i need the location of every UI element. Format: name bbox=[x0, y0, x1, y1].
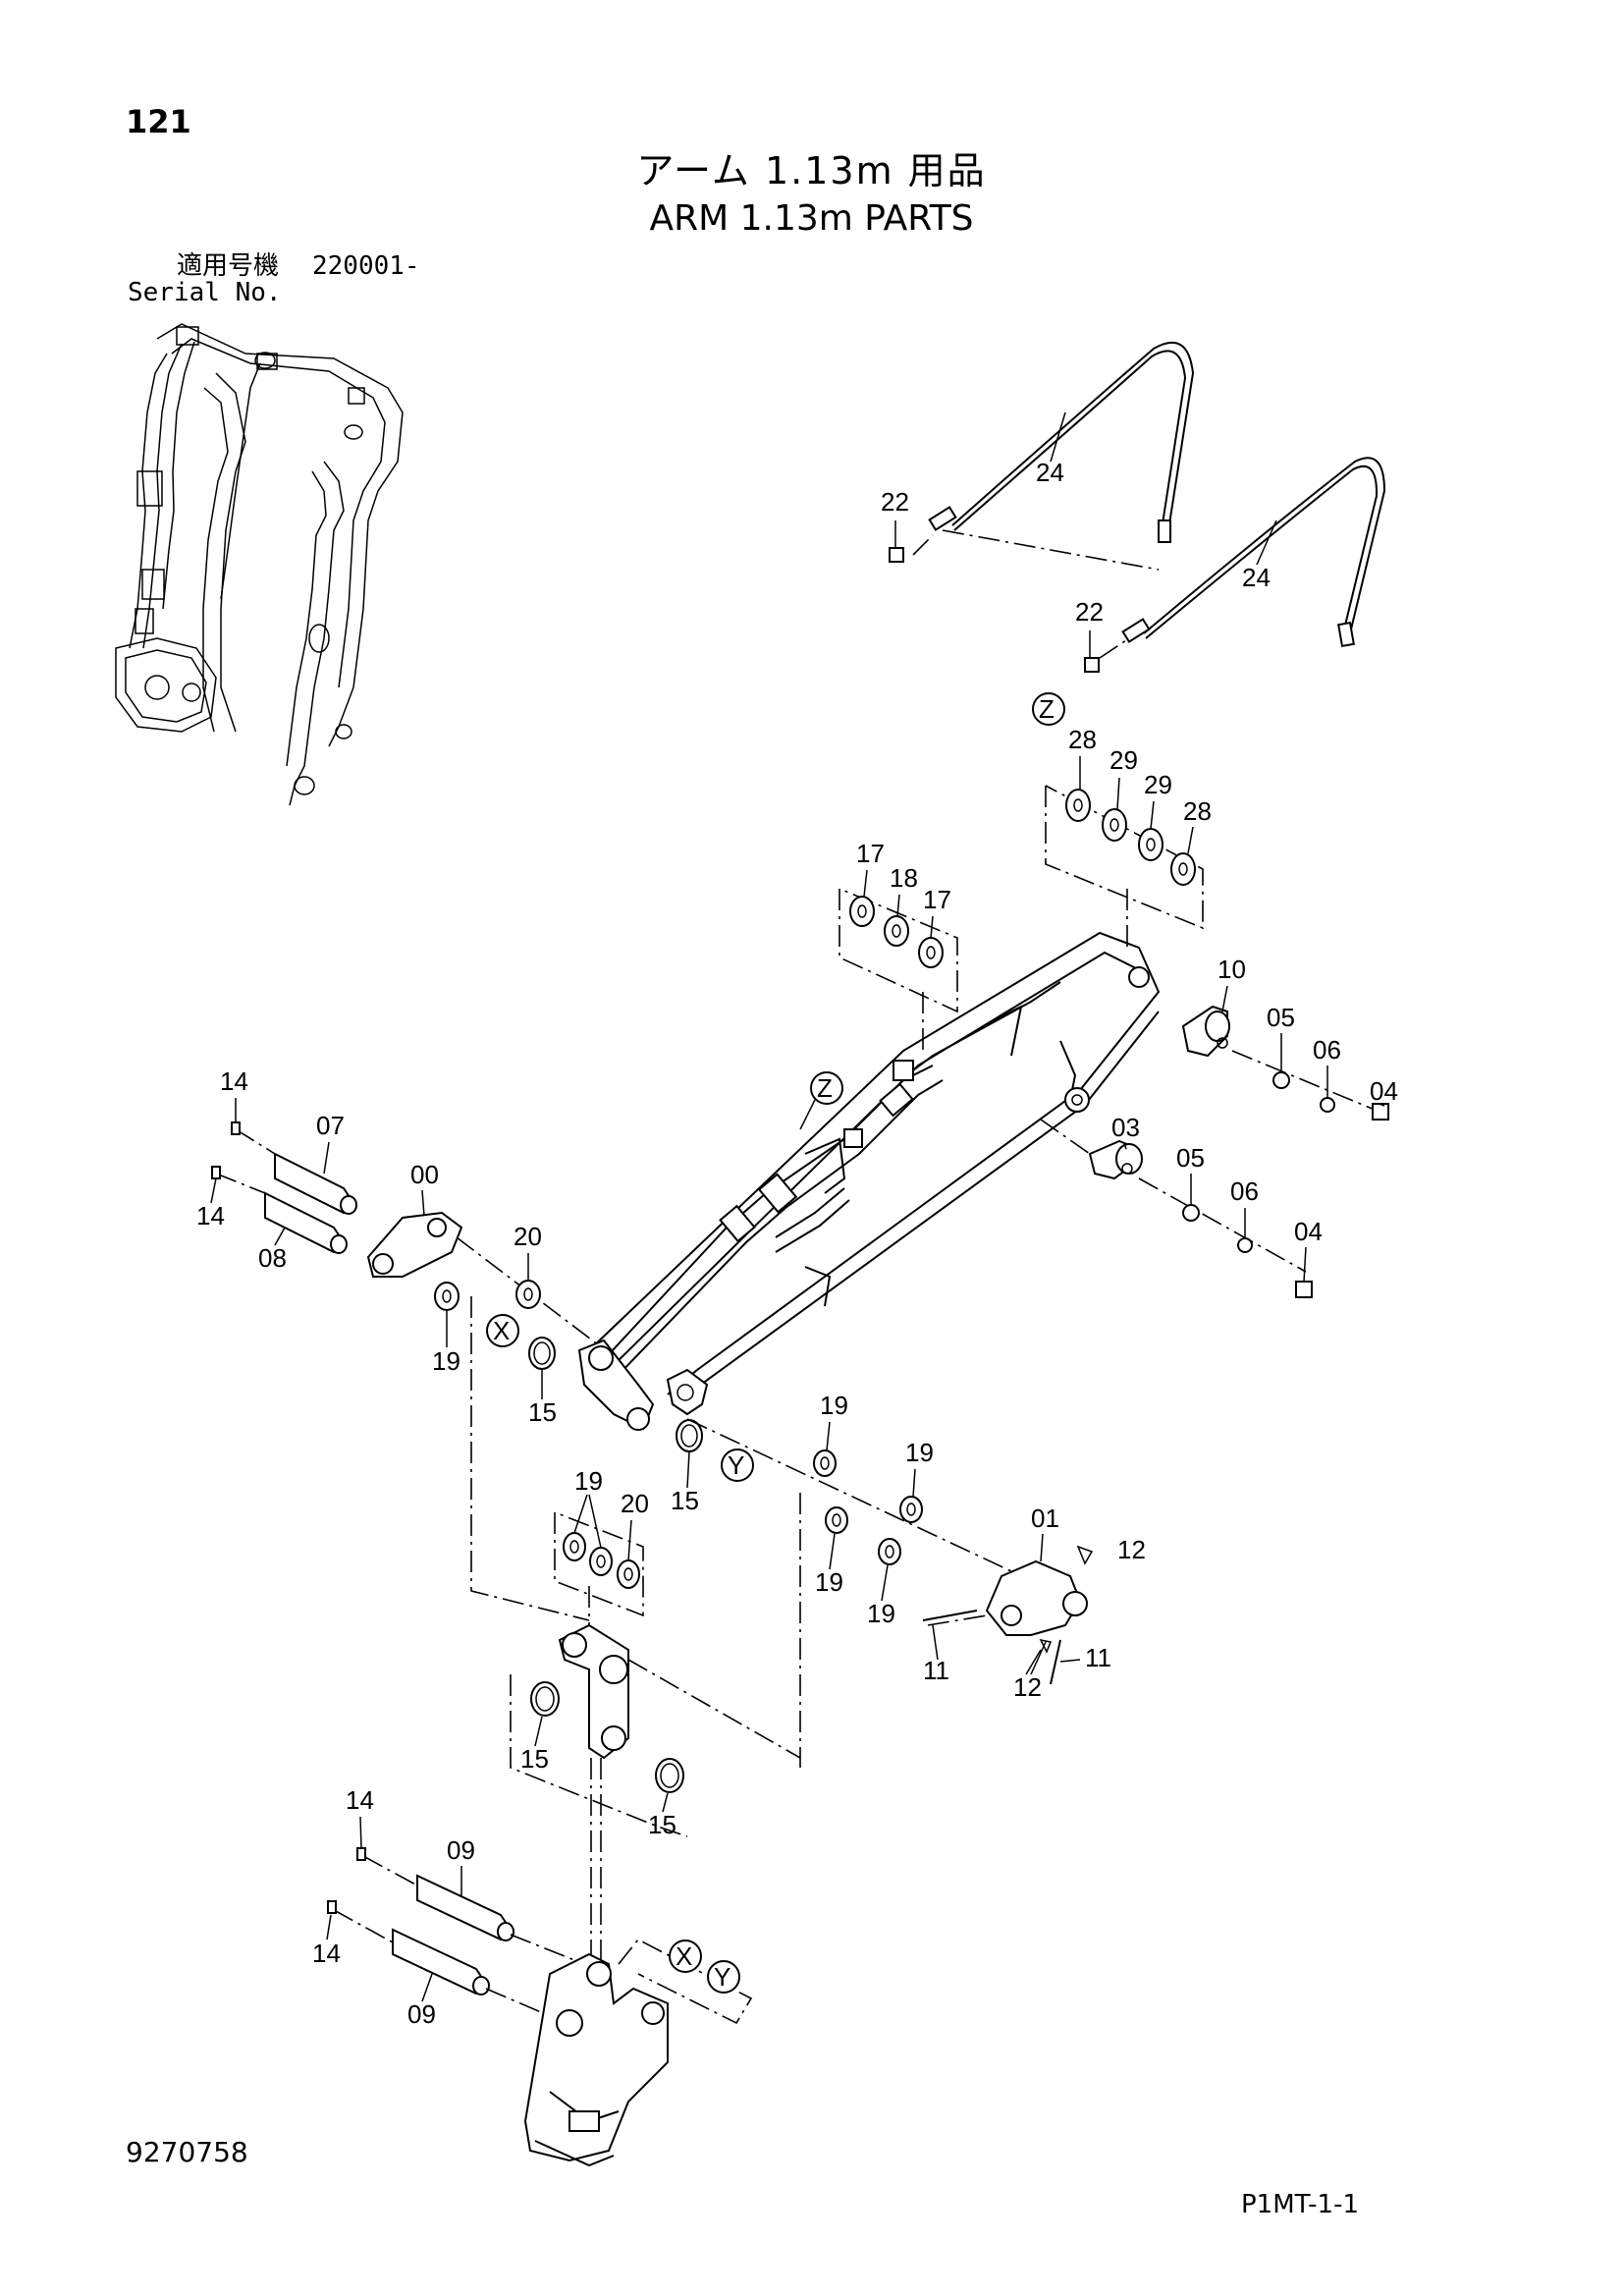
callout-12-a: 12 bbox=[1117, 1535, 1146, 1564]
arm-overview-thumbnail bbox=[115, 323, 404, 806]
callout-03: 03 bbox=[1111, 1113, 1140, 1142]
callout-12-b: 12 bbox=[1013, 1672, 1042, 1702]
nuts-washers-bolts bbox=[1182, 1071, 1389, 1298]
hose-upper bbox=[928, 341, 1195, 543]
pin-03 bbox=[1088, 1139, 1143, 1180]
arm-body bbox=[588, 931, 1161, 1395]
svg-text:Y: Y bbox=[714, 1962, 730, 1992]
callout-15-c: 15 bbox=[520, 1744, 549, 1774]
pin-10 bbox=[1181, 1005, 1230, 1058]
pin-07 bbox=[274, 1152, 357, 1215]
callout-20-a: 20 bbox=[514, 1222, 542, 1251]
pin-09-upper bbox=[416, 1874, 514, 1941]
page-title-english: ARM 1.13m PARTS bbox=[649, 198, 974, 239]
side-link-pair bbox=[558, 1623, 629, 1760]
link-00 bbox=[366, 1211, 463, 1278]
callout-14-a: 14 bbox=[220, 1066, 248, 1096]
pin-08 bbox=[264, 1191, 348, 1254]
callout-19-c: 19 bbox=[905, 1438, 934, 1467]
arm-cylinder bbox=[598, 1060, 944, 1381]
svg-text:X: X bbox=[493, 1316, 510, 1345]
callout-19-f: 19 bbox=[867, 1599, 895, 1628]
callout-24-upper: 24 bbox=[1036, 458, 1064, 487]
callout-09-a: 09 bbox=[447, 1835, 475, 1865]
svg-text:X: X bbox=[676, 1941, 692, 1971]
serial-label-japanese: 適用号機 bbox=[177, 251, 280, 281]
callout-14-d: 14 bbox=[312, 1939, 341, 1968]
grease-fitting-14-a bbox=[231, 1121, 241, 1135]
callout-07: 07 bbox=[316, 1111, 345, 1140]
grease-fitting-14-c bbox=[356, 1847, 366, 1861]
callout-04-b: 04 bbox=[1294, 1217, 1323, 1246]
callout-05-b: 05 bbox=[1176, 1143, 1205, 1173]
bucket-bracket bbox=[523, 1952, 669, 2167]
callout-14-c: 14 bbox=[346, 1785, 374, 1815]
callout-09-b: 09 bbox=[407, 1999, 436, 2029]
callout-11-b: 11 bbox=[1085, 1643, 1111, 1672]
callout-29-a: 29 bbox=[1109, 745, 1138, 775]
callout-labels: 24 24 22 22 28 29 29 28 17 18 17 10 05 0… bbox=[196, 411, 1398, 2029]
adapter-22-upper bbox=[889, 547, 904, 563]
callout-28-b: 28 bbox=[1183, 796, 1212, 826]
callout-29-b: 29 bbox=[1144, 770, 1172, 799]
shim-group-28-29 bbox=[1065, 789, 1196, 886]
callout-06-a: 06 bbox=[1313, 1035, 1341, 1065]
callout-15-b: 15 bbox=[671, 1486, 699, 1515]
callout-05-a: 05 bbox=[1267, 1003, 1295, 1032]
callout-11-a: 11 bbox=[923, 1656, 949, 1685]
callout-14-b: 14 bbox=[196, 1201, 225, 1230]
callout-15-a: 15 bbox=[528, 1397, 557, 1427]
callout-15-d: 15 bbox=[648, 1810, 676, 1839]
page-number: 121 bbox=[126, 103, 191, 140]
callout-08: 08 bbox=[258, 1243, 287, 1273]
shim-group-17-18 bbox=[849, 896, 944, 968]
callout-22-lower: 22 bbox=[1075, 597, 1104, 627]
callout-20-b: 20 bbox=[621, 1489, 649, 1518]
callout-22-upper: 22 bbox=[881, 487, 909, 517]
grease-fitting-14-b bbox=[211, 1166, 221, 1179]
svg-text:Y: Y bbox=[728, 1450, 744, 1480]
callout-28-a: 28 bbox=[1068, 725, 1097, 754]
page-code: P1MT-1-1 bbox=[1241, 2190, 1359, 2219]
callout-19-d: 19 bbox=[574, 1466, 603, 1496]
link-01 bbox=[985, 1559, 1088, 1636]
serial-label-english: Serial No. bbox=[128, 278, 282, 307]
page-title-japanese: アーム 1.13m 用品 bbox=[636, 149, 987, 192]
reference-markers: Z Z X Y X Y bbox=[486, 692, 1065, 1994]
callout-19-b: 19 bbox=[820, 1391, 848, 1420]
grease-fitting-14-d bbox=[327, 1900, 337, 1914]
callout-04-a: 04 bbox=[1370, 1076, 1398, 1106]
callout-19-e: 19 bbox=[815, 1567, 843, 1597]
arm-end-linkage bbox=[577, 1339, 709, 1431]
svg-text:Z: Z bbox=[817, 1073, 833, 1103]
callout-17-b: 17 bbox=[923, 885, 951, 914]
adapter-22-lower bbox=[1084, 657, 1100, 673]
callout-10: 10 bbox=[1217, 955, 1246, 984]
svg-text:Z: Z bbox=[1039, 694, 1055, 724]
serial-number-value: 220001- bbox=[312, 251, 420, 281]
callout-06-b: 06 bbox=[1230, 1176, 1259, 1206]
hose-lower bbox=[1121, 457, 1386, 648]
callout-18: 18 bbox=[890, 863, 918, 893]
callout-17-a: 17 bbox=[856, 839, 885, 868]
callout-19-a: 19 bbox=[432, 1346, 460, 1376]
callout-00: 00 bbox=[410, 1160, 439, 1189]
pin-09-lower bbox=[392, 1928, 490, 1995]
callout-24-lower: 24 bbox=[1242, 563, 1271, 592]
document-number: 9270758 bbox=[126, 2136, 248, 2168]
callout-01: 01 bbox=[1031, 1503, 1059, 1533]
